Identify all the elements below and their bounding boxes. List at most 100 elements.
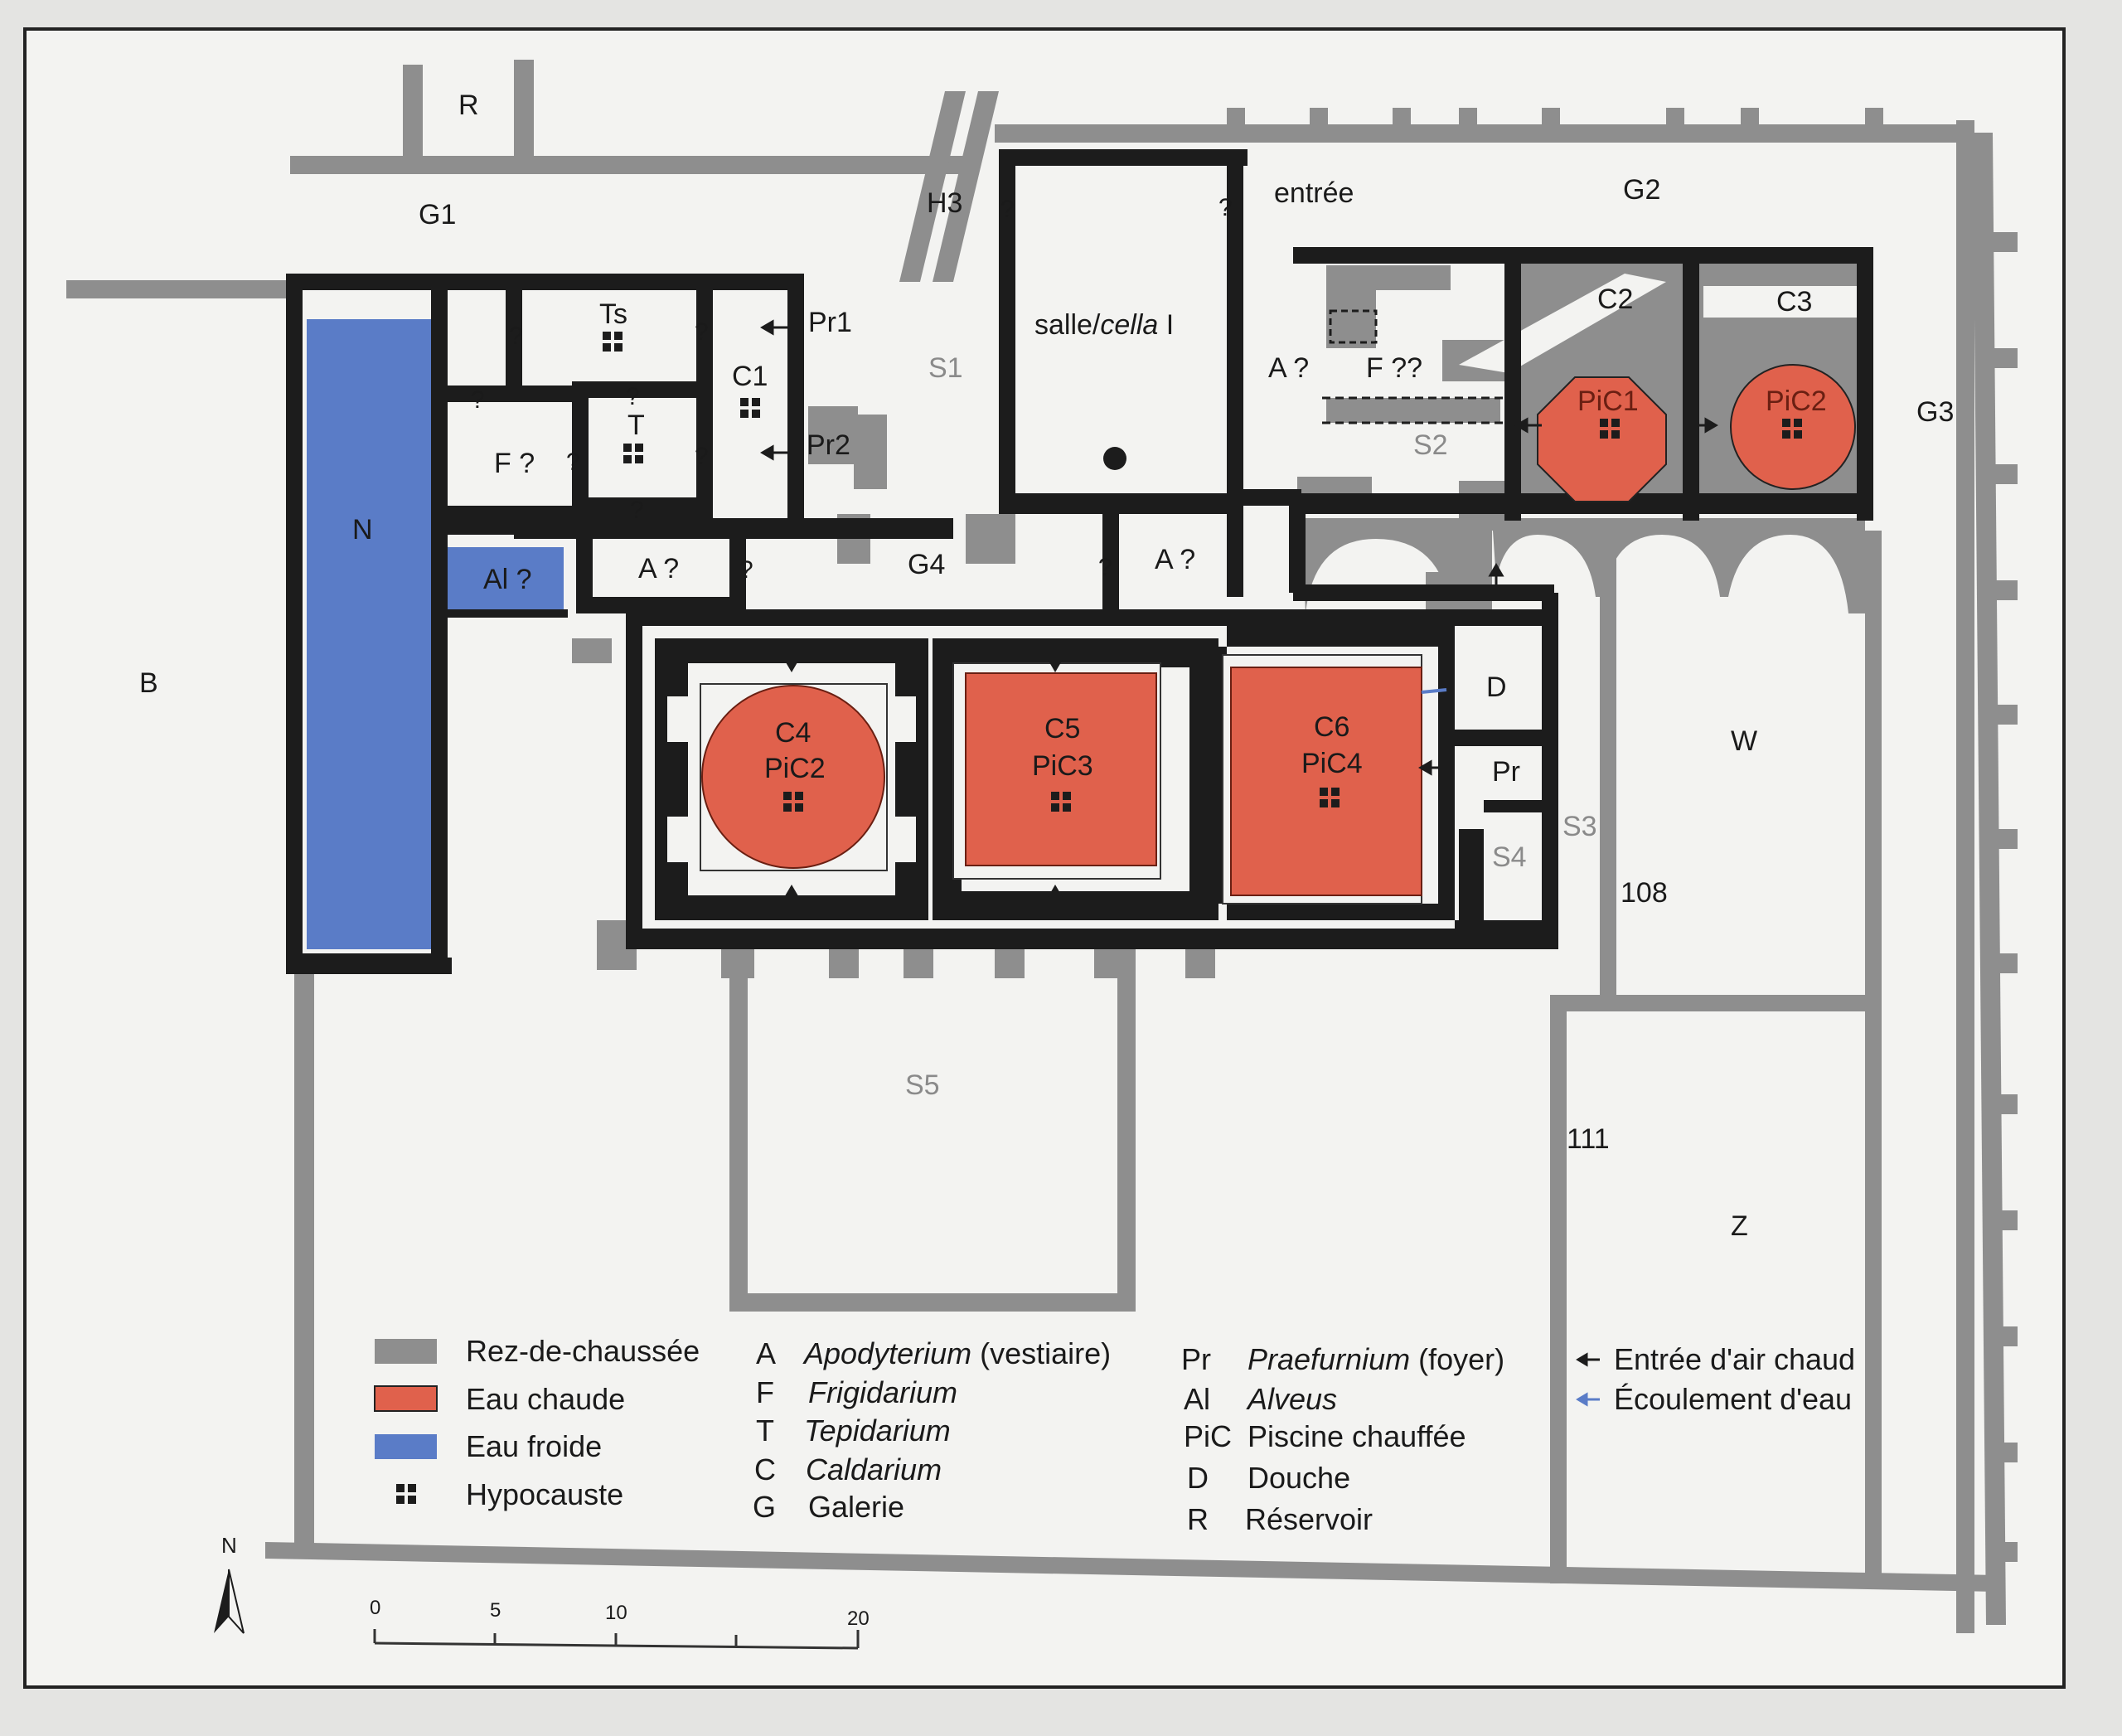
label-A-left: A ? [638,553,679,584]
q-mark: ? [566,449,580,476]
label-cella: cella [1100,309,1158,341]
label-G2: G2 [1623,174,1660,206]
q-mark: ? [630,497,644,524]
cold-water [307,319,564,949]
label-B: B [139,667,158,699]
label-D: D [1486,672,1507,703]
label-Pr: Pr [1492,756,1520,788]
label-S2: S2 [1413,429,1448,461]
label-F-qq: F ?? [1366,352,1422,384]
scale-tick-label: 10 [605,1602,627,1624]
swatch-hot-water [374,1385,438,1412]
swatch-ground-floor [375,1339,437,1364]
alveus [448,547,564,613]
label-F-q: F ? [494,448,535,479]
abbr-key: D [1187,1461,1209,1495]
label-A-upper: A ? [1268,352,1309,384]
abbr-name: Alveus [1246,1382,1337,1416]
abbr-key: Al [1184,1382,1210,1416]
label-C2: C2 [1597,284,1633,315]
q-mark: ? [695,318,709,346]
hot-air-arrows [760,319,1718,912]
hypocaust-icon [1782,419,1802,439]
abbr-row: Apodyterium (vestiaire) [802,1336,1111,1370]
label-C6: C6 [1314,711,1349,743]
pool-PiC2-top [1730,364,1856,490]
legend-label-ground: Rez-de-chaussée [466,1334,700,1368]
abbr-name: Piscine chauffée [1248,1419,1466,1453]
abbr-name: Douche [1248,1461,1350,1495]
legend-label-hot: Eau chaude [466,1382,625,1416]
legend-water-flow: Écoulement d'eau [1614,1382,1852,1416]
hypocaust-icon [623,444,643,463]
label-R: R [458,90,479,121]
hypocaust-marks [603,332,1802,812]
label-C1: C1 [732,361,768,392]
water-flow-mark [1421,688,1447,694]
abbr-key: C [754,1452,776,1486]
pool-N [307,319,431,949]
label-S3: S3 [1562,811,1597,842]
label-PiC2: PiC2 [764,753,826,784]
abbr-name: Caldarium [806,1452,942,1486]
c3-light-band [1703,286,1865,318]
label-G1: G1 [419,199,456,230]
pool-PiC3 [965,672,1157,866]
label-PiC1: PiC1 [1577,386,1639,417]
label-Al: Al ? [483,564,532,595]
hypocaust-icon [783,792,803,812]
cella-dot [1103,447,1126,470]
abbr-name: Frigidarium [808,1375,957,1409]
label-Ts: Ts [599,298,627,330]
label-G3: G3 [1916,396,1954,428]
label-G4: G4 [908,549,945,580]
abbr-key: A [756,1336,776,1370]
north-arrow-icon [214,1569,229,1633]
label-PiC4: PiC4 [1301,748,1363,779]
q-mark: ? [1000,196,1015,223]
label-Pr2: Pr2 [807,429,850,461]
label-C5: C5 [1044,713,1080,744]
label-H3: H3 [927,187,962,219]
label-C3: C3 [1776,286,1812,318]
label-C4: C4 [775,717,811,749]
label-A-right: A ? [1155,544,1195,575]
abbr-row: Praefurnium (foyer) [1248,1342,1504,1376]
q-mark: ? [739,556,753,584]
q-mark: ? [1218,194,1233,221]
hypocaust-icon [1320,788,1340,807]
hot-air-arrow-icon [1576,1352,1600,1367]
label-Z: Z [1731,1210,1748,1242]
legend-hot-air: Entrée d'air chaud [1614,1342,1855,1376]
label-W: W [1731,725,1757,757]
q-mark: ? [626,383,640,410]
scale-tick-label: 5 [490,1599,501,1622]
legend-label-cold: Eau froide [466,1429,602,1463]
scale-tick-label: 0 [370,1597,380,1619]
legend-label-hypocaust: Hypocauste [466,1477,623,1511]
label-Pr1: Pr1 [808,307,852,338]
abbr-name: Réservoir [1245,1502,1373,1536]
q-mark: ? [471,386,485,414]
q-mark: ? [695,443,709,470]
label-111: 111 [1567,1123,1610,1155]
abbr-key: G [753,1490,776,1524]
north-label: N [221,1533,237,1558]
label-salle: salle/ [1034,309,1101,341]
abbr-name: Galerie [808,1490,904,1524]
s2-passage [1322,309,1513,424]
scale-tick-label: 20 [847,1607,870,1630]
legend: Rez-de-chaussée Eau chaude Eau froide Hy… [374,1334,1855,1536]
hypocaust-icon [1051,792,1071,812]
abbr-key: PiC [1184,1419,1232,1453]
abbr-key: T [756,1414,774,1447]
label-entree: entrée [1274,177,1354,209]
abbr-key: F [756,1375,774,1409]
label-S1: S1 [928,352,963,384]
q-mark: ? [1098,554,1112,581]
pool-PiC2-C4 [701,685,885,869]
label-S4: S4 [1492,841,1527,873]
hypocaust-legend-icon [396,1484,416,1504]
scale-bar: 0 5 10 20 [370,1597,870,1650]
